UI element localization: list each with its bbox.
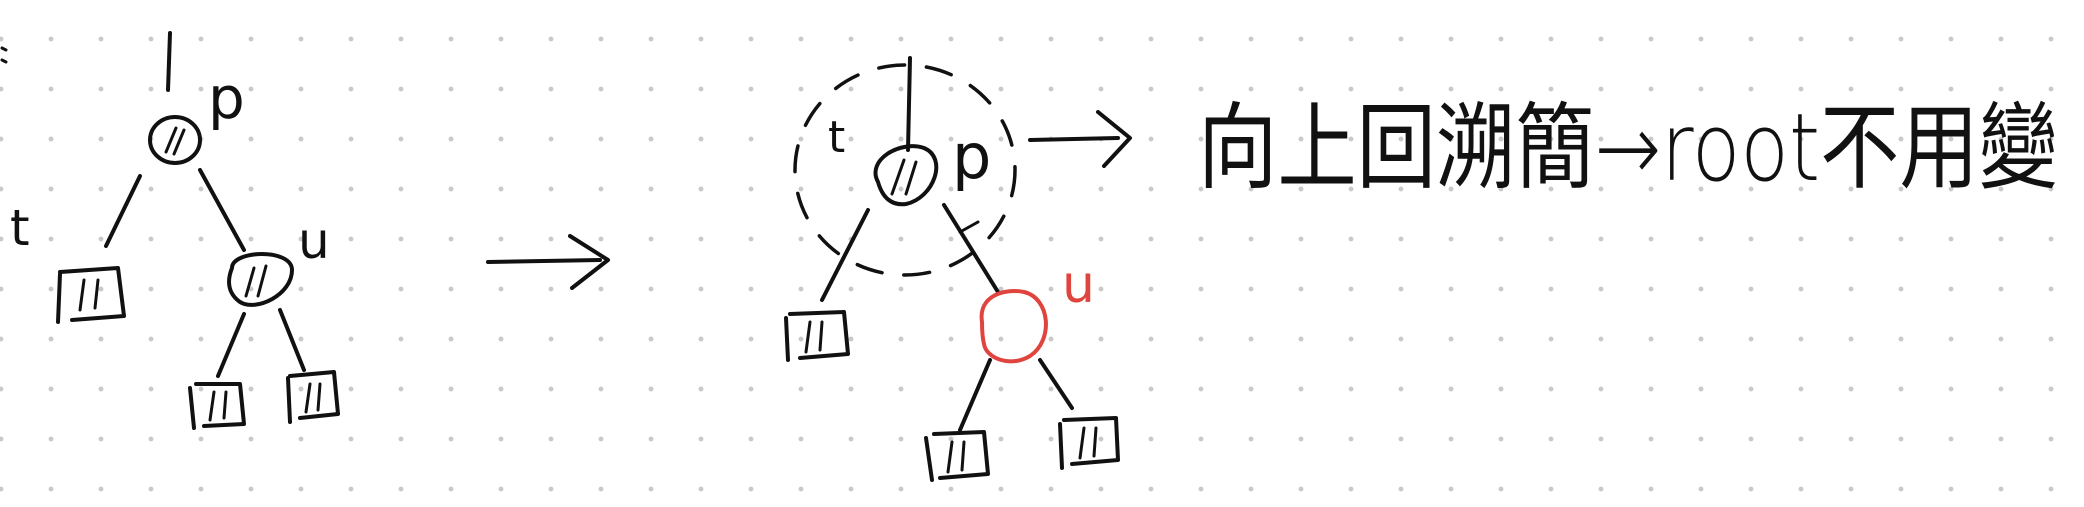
left-u-node bbox=[227, 252, 294, 307]
left-u-label: u bbox=[298, 212, 330, 270]
right-p-node bbox=[873, 144, 939, 207]
right-u-leaf-1-hatch bbox=[946, 440, 966, 474]
left-edge-u-child2 bbox=[278, 308, 306, 372]
transition-arrow bbox=[486, 234, 610, 290]
left-u-leaf-1 bbox=[188, 382, 246, 430]
right-t-leaf-hatch bbox=[804, 320, 824, 354]
right-u-label: u bbox=[1062, 255, 1095, 315]
left-edge-p-t bbox=[104, 174, 142, 248]
right-u-leaf-2-hatch bbox=[1078, 426, 1098, 460]
left-t-leaf-hatch bbox=[78, 278, 100, 312]
note-text: 向上回溯簡→root不用變 bbox=[1198, 94, 2058, 203]
right-edge-p-u bbox=[942, 203, 1000, 294]
left-t-leaf bbox=[56, 266, 126, 324]
right-u-node-highlighted bbox=[979, 289, 1048, 364]
right-p-node-hatch bbox=[890, 158, 918, 196]
right-u-leaf-2 bbox=[1058, 416, 1120, 470]
right-t-label: t bbox=[828, 112, 845, 163]
right-tree: p t u bbox=[784, 56, 1120, 482]
right-t-leaf bbox=[784, 310, 850, 362]
left-edge-p-u bbox=[198, 168, 246, 252]
transition-arrow-shaft bbox=[486, 258, 602, 264]
left-tree: p t u bbox=[0, 31, 340, 430]
right-edge-u-child1 bbox=[958, 358, 992, 432]
merge-dashed-circle bbox=[793, 63, 1017, 277]
transition-arrow-head bbox=[568, 234, 610, 290]
right-p-label: p bbox=[952, 120, 991, 193]
left-u-leaf-1-hatch bbox=[208, 390, 228, 422]
left-t-label: t bbox=[10, 199, 30, 257]
right-edge-p-t bbox=[820, 208, 870, 302]
right-parent-edge-up bbox=[906, 56, 912, 152]
left-p-label: p bbox=[208, 64, 245, 132]
left-u-leaf-2 bbox=[286, 370, 340, 424]
left-parent-edge-up bbox=[166, 31, 172, 92]
note-arrow-shaft bbox=[1028, 136, 1120, 142]
left-p-node bbox=[148, 115, 202, 165]
left-p-node-hatch bbox=[164, 126, 186, 156]
margin-mark bbox=[0, 46, 8, 64]
left-u-node-hatch bbox=[244, 264, 268, 298]
left-edge-u-child1 bbox=[216, 312, 246, 378]
right-u-leaf-1 bbox=[924, 430, 990, 482]
left-u-leaf-2-hatch bbox=[304, 382, 322, 414]
right-edge-tick bbox=[958, 220, 980, 234]
right-edge-u-child2 bbox=[1038, 358, 1074, 410]
note-arrow bbox=[1028, 110, 1132, 168]
note-arrow-head bbox=[1096, 110, 1132, 168]
